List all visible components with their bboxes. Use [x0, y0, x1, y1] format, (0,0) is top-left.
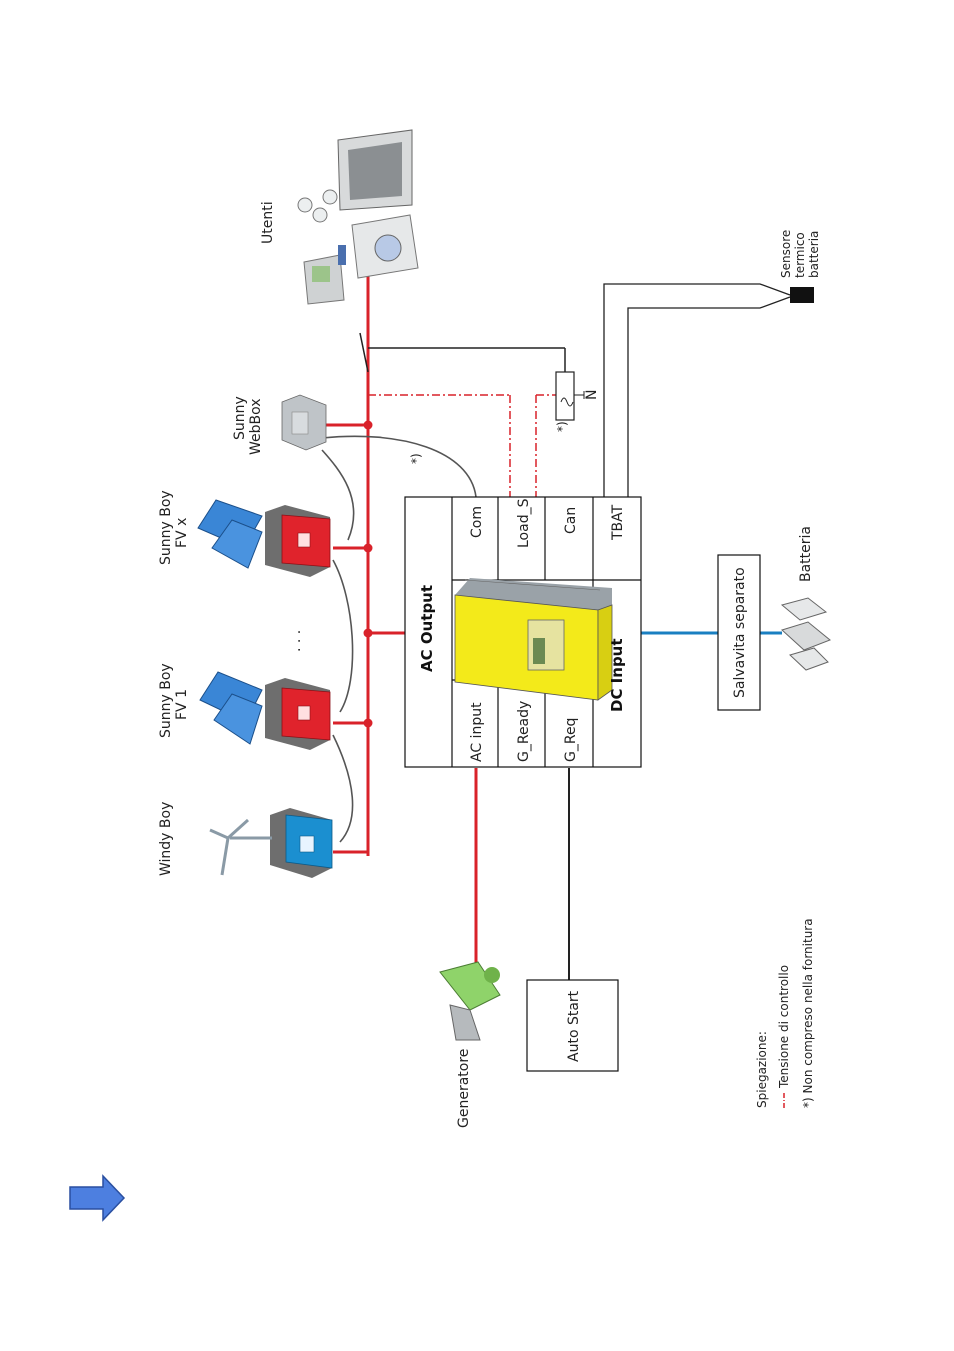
sunny-boy-fvx-label-1: Sunny Boy: [158, 490, 174, 565]
port-can-label: Can: [563, 507, 579, 534]
generatore-label: Generatore: [456, 1049, 472, 1128]
webbox-label-1: Sunny: [232, 396, 248, 440]
sunny-boy-fvx-inverter-icon: [265, 505, 331, 577]
windy-boy-label: Windy Boy: [158, 802, 174, 876]
sensore-label-1: Sensore: [779, 230, 793, 278]
dc-input-label: DC Input: [608, 638, 626, 712]
right-arrow-icon: [69, 1174, 126, 1222]
relay-icon: [555, 371, 585, 421]
sensore-label-2: termico: [793, 232, 807, 278]
salvavita-label: Salvavita separato: [732, 567, 748, 698]
sensore-label-3: batteria: [807, 231, 821, 278]
windy-boy-inverter-icon: [270, 808, 333, 878]
port-g-ready-label: G_Ready: [516, 701, 532, 762]
webbox-label-2: WebBox: [248, 398, 264, 455]
solar-panel-fvx-icon: [197, 499, 263, 569]
tbat-sensor-lines: [603, 283, 791, 497]
port-g-req-label: G_Req: [563, 718, 579, 762]
ellipsis-label: · · ·: [292, 630, 308, 652]
battery-icon: [780, 597, 831, 671]
note-webbox-label: *): [409, 453, 423, 464]
port-com-label: Com: [469, 506, 485, 538]
sunny-boy-fvx-label-2: FV x: [174, 518, 190, 548]
ac-output-label: AC Output: [418, 585, 436, 672]
port-tbat-label: TBAT: [610, 504, 626, 541]
note-relay-label: *): [555, 421, 569, 432]
port-load-s-label: Load_S: [516, 498, 532, 548]
text-labels: Windy Boy Sunny Boy FV 1 · · · Sunny Boy…: [158, 201, 821, 1128]
household-appliances-icon: [297, 129, 419, 305]
wind-turbine-icon: [209, 818, 272, 876]
breaker-switch: [359, 332, 566, 373]
sunny-island-unit-icon: [454, 578, 613, 701]
sunny-boy-fv1-label-2: FV 1: [174, 689, 190, 720]
sunny-island-block: [404, 496, 642, 768]
legend-control-label: Tensione di controllo: [777, 965, 791, 1089]
auto-start-label: Auto Start: [566, 990, 582, 1062]
junction-dots: [363, 420, 373, 728]
utenti-label: Utenti: [260, 201, 276, 244]
auto-start-box: [526, 979, 619, 1072]
relay-n-label: N: [584, 390, 600, 400]
batteria-label: Batteria: [798, 526, 814, 582]
sunny-boy-fv1-inverter-icon: [265, 678, 331, 750]
legend-title: Spiegazione:: [755, 1031, 769, 1108]
salvavita-box: [717, 554, 761, 711]
control-voltage-lines: [368, 394, 556, 497]
sunny-boy-fv1-label-1: Sunny Boy: [158, 663, 174, 738]
communication-lines: [321, 435, 477, 843]
temperature-sensor-icon: [790, 287, 814, 303]
generator-icon: [439, 961, 501, 1041]
webbox-icon: [281, 394, 327, 451]
port-ac-input-label: AC input: [469, 702, 485, 762]
legend-not-included-label: *) Non compreso nella fornitura: [801, 918, 815, 1108]
ac-bus-lines: [320, 275, 478, 985]
solar-panel-fv1-icon: [199, 671, 263, 745]
